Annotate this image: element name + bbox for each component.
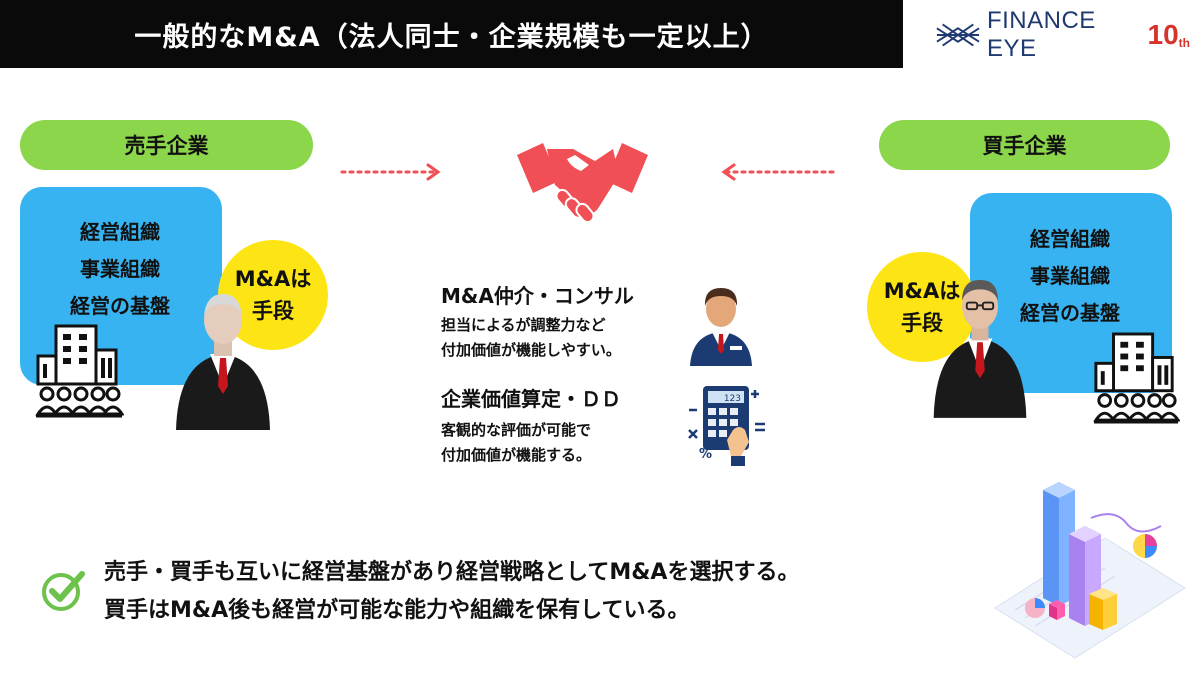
buyer-line-3: 経営の基盤: [1020, 301, 1120, 325]
seller-label: 売手企業: [20, 120, 313, 170]
advisory-body-line-1: 担当によるが調整力など: [441, 316, 606, 334]
arrow-left-icon: [721, 163, 838, 181]
title-bar: [0, 0, 903, 68]
seller-badge-line-1: M&Aは: [234, 267, 312, 291]
analytics-chart-icon: [994, 482, 1186, 659]
seller-badge-line-2: 手段: [252, 299, 294, 323]
seller-lines: 経営組織 事業組織 経営の基盤: [30, 214, 210, 325]
seller-line-1: 経営組織: [80, 220, 160, 244]
building-people-icon: [35, 324, 124, 418]
buyer-line-1: 経営組織: [1030, 227, 1110, 251]
building-people-icon: [1093, 332, 1180, 424]
valuation-body: 客観的な評価が可能で 付加価値が機能する。: [441, 418, 591, 468]
businessman-icon: [933, 279, 1027, 418]
logo-suffix: th: [1178, 36, 1190, 50]
valuation-body-line-1: 客観的な評価が可能で: [441, 421, 592, 439]
seller-box: [20, 187, 222, 385]
advisory-title: M&A仲介・コンサル: [441, 284, 634, 308]
seller-badge: M&Aは 手段: [218, 240, 328, 350]
buyer-lines: 経営組織 事業組織 経営の基盤: [980, 221, 1160, 332]
calculator-icon: 123 %: [688, 386, 765, 466]
handshake-icon: [517, 143, 648, 224]
svg-text:%: %: [699, 447, 712, 462]
page-title: 一般的なM&A（法人同士・企業規模も一定以上）: [134, 21, 769, 53]
calculator-display: 123: [724, 394, 741, 404]
logo-number: 10: [1147, 19, 1179, 50]
logo-text: FINANCE EYE: [986, 7, 1096, 62]
finance-eye-logo: FINANCE EYE 10 th: [935, 7, 1190, 62]
advisory-body-line-2: 付加価値が機能しやすい。: [441, 341, 621, 359]
buyer-badge: M&Aは 手段: [867, 252, 977, 362]
valuation-title: 企業価値算定・ＤＤ: [441, 387, 621, 411]
buyer-label: 買手企業: [879, 120, 1170, 170]
buyer-badge-line-1: M&Aは: [883, 279, 961, 303]
summary: 売手・買手も互いに経営基盤があり経営戦略としてM&Aを選択する。 買手はM&A後…: [104, 554, 799, 630]
valuation-body-line-2: 付加価値が機能する。: [441, 446, 592, 464]
summary-line-2: 買手はM&A後も経営が可能な能力や組織を保有している。: [104, 598, 690, 623]
seller-line-3: 経営の基盤: [70, 294, 170, 318]
buyer-badge-line-2: 手段: [901, 311, 943, 335]
check-icon: [42, 571, 85, 611]
summary-line-1: 売手・買手も互いに経営基盤があり経営戦略としてM&Aを選択する。: [104, 560, 800, 585]
buyer-line-2: 事業組織: [1030, 264, 1110, 288]
finance-eye-logo-icon: [936, 23, 980, 47]
advisory-body: 担当によるが調整力など 付加価値が機能しやすい。: [441, 313, 621, 363]
consultant-icon: [690, 288, 752, 366]
seller-line-2: 事業組織: [80, 257, 160, 281]
businessman-icon: [176, 294, 270, 430]
arrow-right-icon: [340, 163, 441, 181]
